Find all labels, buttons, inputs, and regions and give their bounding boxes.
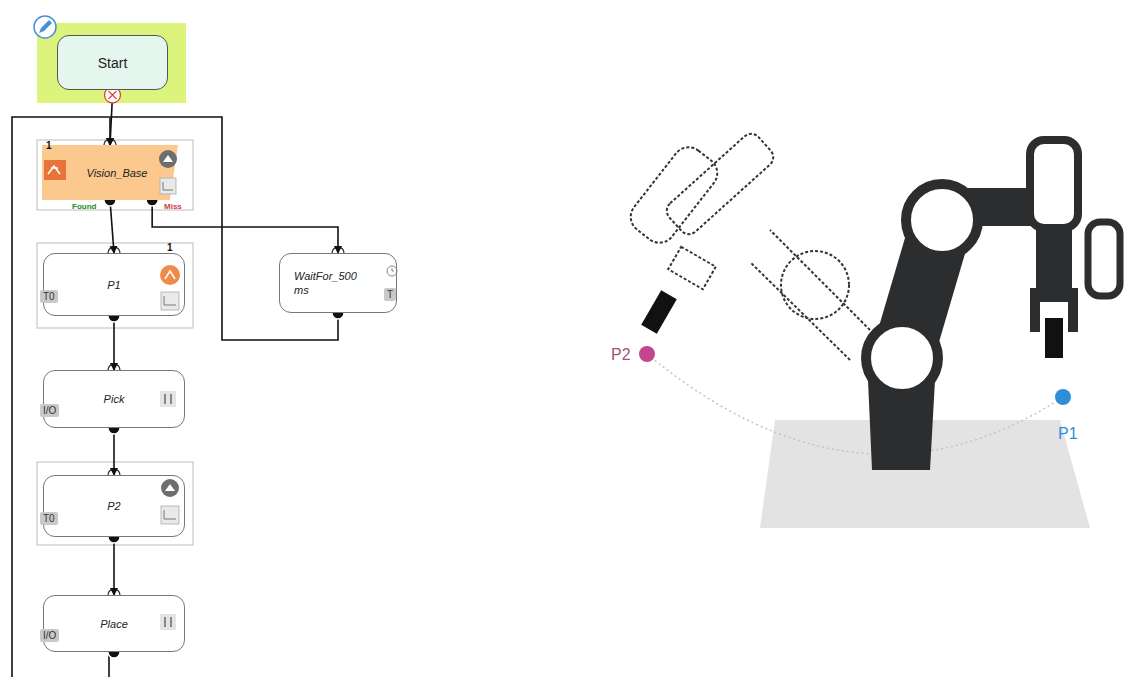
- edit-icon: [39, 20, 52, 33]
- tool-badge: T0: [40, 290, 58, 303]
- flow-connector: [113, 428, 115, 475]
- vision-box: Vision_Base: [42, 145, 178, 200]
- node-frame: [37, 243, 193, 328]
- start-highlight: [37, 23, 186, 103]
- node-text: Place: [100, 617, 128, 631]
- callout-number: 1: [46, 140, 52, 151]
- path-icon-line: [163, 182, 176, 519]
- start-box: Start: [57, 35, 168, 90]
- callout-number: 1: [167, 242, 173, 253]
- flow-connector: [113, 537, 115, 595]
- io-box: Pick: [43, 370, 185, 428]
- start-port: [109, 91, 117, 99]
- path-icon: [160, 178, 179, 524]
- node-text: P1: [107, 278, 120, 292]
- robot-illustration: [624, 130, 1120, 528]
- node-frame: [37, 462, 193, 545]
- flow-connector: [113, 316, 115, 370]
- node-frame: [37, 140, 193, 210]
- node-text: Pick: [104, 392, 125, 406]
- point-box: P1: [43, 253, 185, 316]
- port-label: Found: [72, 202, 96, 211]
- flow-connector: [152, 200, 338, 253]
- io-badge: I/O: [40, 404, 59, 417]
- flow-connector: [110, 200, 114, 253]
- timer-badge: T: [384, 288, 396, 301]
- port-label: Miss: [164, 202, 182, 211]
- node-text: Vision_Base: [87, 166, 148, 180]
- wait-box: WaitFor_500 ms: [279, 253, 397, 313]
- tool-badge: T0: [40, 512, 58, 525]
- node-text: Start: [98, 56, 128, 70]
- point-box: P2: [43, 475, 185, 537]
- io-box: Place: [43, 595, 185, 652]
- edit-icon: [34, 16, 56, 38]
- io-badge: I/O: [40, 629, 59, 642]
- point-label: P1: [1058, 425, 1078, 443]
- node-text: WaitFor_500 ms: [294, 269, 372, 297]
- node-text: P2: [107, 499, 120, 513]
- point-label: P2: [611, 346, 631, 364]
